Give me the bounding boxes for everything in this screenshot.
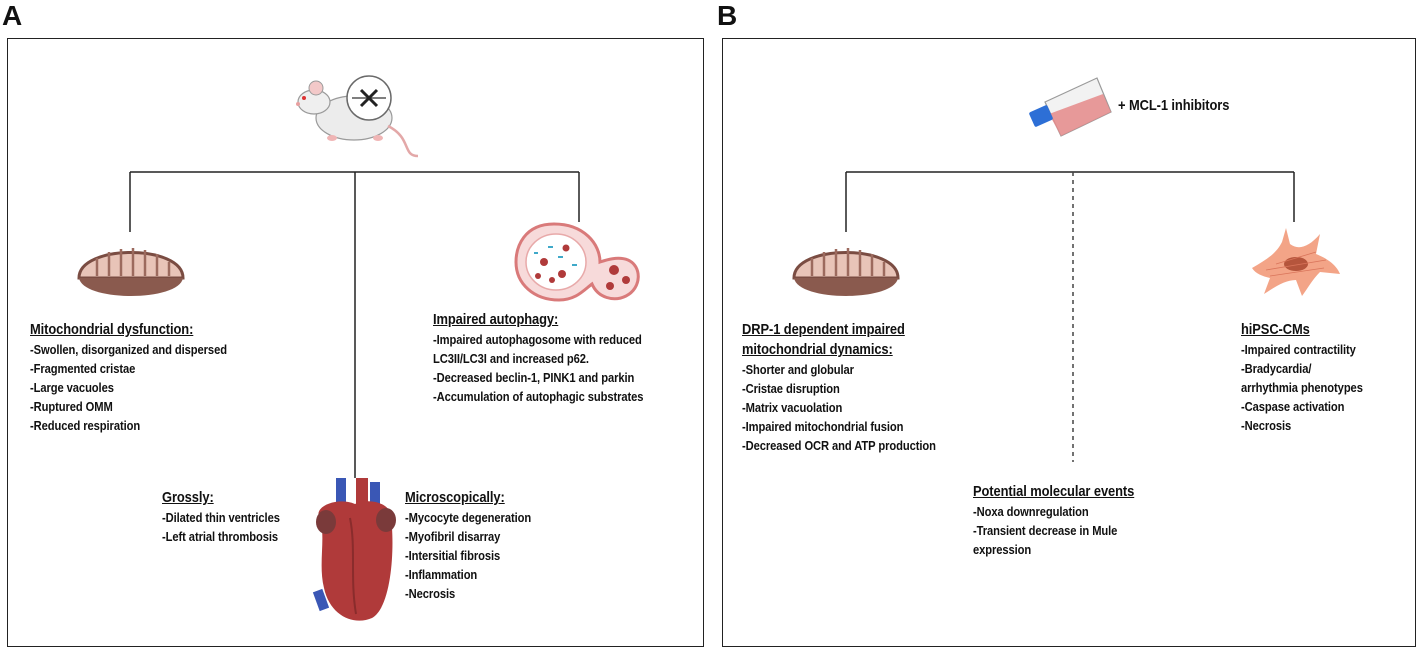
micro-item: -Necrosis xyxy=(405,586,456,601)
autophagy-item: -Impaired autophagosome with reduced xyxy=(433,332,642,347)
micro-item: -Intersitial fibrosis xyxy=(405,548,501,563)
micro-item: -Inflammation xyxy=(405,567,478,582)
drp1-block: DRP-1 dependent impaired mitochondrial d… xyxy=(742,320,936,455)
hipsc-item: -Impaired contractility xyxy=(1241,342,1356,357)
molecular-item: expression xyxy=(973,542,1032,557)
drp1-heading-line1: DRP-1 dependent impaired xyxy=(742,321,905,338)
mito-item: -Large vacuoles xyxy=(30,380,114,395)
culture-flask-icon xyxy=(1029,77,1112,137)
panel-b-letter: B xyxy=(717,0,738,31)
panel-b xyxy=(722,38,1416,647)
molecular-events-heading: Potential molecular events xyxy=(973,483,1135,500)
hipsc-item: arrhythmia phenotypes xyxy=(1241,380,1363,395)
knockout-mouse-icon xyxy=(296,75,419,158)
autophagy-item: -Decreased beclin-1, PINK1 and parkin xyxy=(433,370,635,385)
hipsc-item: -Bradycardia/ xyxy=(1241,361,1312,376)
drp1-item: -Impaired mitochondrial fusion xyxy=(742,419,904,434)
molecular-item: -Transient decrease in Mule xyxy=(973,523,1118,538)
mito-item: -Fragmented cristae xyxy=(30,361,136,376)
mito-dysfunction-heading: Mitochondrial dysfunction: xyxy=(30,321,194,338)
microscopically-block: Microscopically: -Mycocyte degeneration … xyxy=(405,488,531,603)
hipsc-block: hiPSC-CMs -Impaired contractility -Brady… xyxy=(1241,320,1363,435)
molecular-events-block: Potential molecular events -Noxa downreg… xyxy=(973,482,1134,559)
inhibitor-label: + MCL-1 inhibitors xyxy=(1118,97,1230,114)
micro-item: -Myofibril disarray xyxy=(405,529,501,544)
grossly-block: Grossly: -Dilated thin ventricles -Left … xyxy=(162,488,280,546)
drp1-item: -Shorter and globular xyxy=(742,362,854,377)
mitochondrion-icon xyxy=(77,248,185,296)
drp1-item: -Matrix vacuolation xyxy=(742,400,843,415)
autophagy-block: Impaired autophagy: -Impaired autophagos… xyxy=(433,310,644,406)
autophagy-heading: Impaired autophagy: xyxy=(433,311,559,328)
mito-item: -Swollen, disorganized and dispersed xyxy=(30,342,227,357)
grossly-item: -Left atrial thrombosis xyxy=(162,529,279,544)
grossly-heading: Grossly: xyxy=(162,489,214,506)
hipsc-item: -Necrosis xyxy=(1241,418,1292,433)
micro-item: -Mycocyte degeneration xyxy=(405,510,532,525)
drp1-item: -Cristae disruption xyxy=(742,381,840,396)
mito-item: -Reduced respiration xyxy=(30,418,141,433)
microscopically-heading: Microscopically: xyxy=(405,489,505,506)
hipsc-heading: hiPSC-CMs xyxy=(1241,321,1310,338)
autophagy-item: -Accumulation of autophagic substrates xyxy=(433,389,644,404)
mitochondrion-icon-b xyxy=(792,248,900,296)
mito-item: -Ruptured OMM xyxy=(30,399,113,414)
drp1-heading-line2: mitochondrial dynamics: xyxy=(742,341,893,358)
molecular-item: -Noxa downregulation xyxy=(973,504,1089,519)
mito-dysfunction-block: Mitochondrial dysfunction: -Swollen, dis… xyxy=(30,320,227,435)
autophagy-item: LC3II/LC3I and increased p62. xyxy=(433,351,589,366)
cardiomyocyte-icon xyxy=(1252,228,1340,296)
panel-a-letter: A xyxy=(2,0,23,31)
autophagosome-icon xyxy=(514,222,640,302)
heart-icon xyxy=(312,478,396,621)
grossly-item: -Dilated thin ventricles xyxy=(162,510,280,525)
hipsc-item: -Caspase activation xyxy=(1241,399,1345,414)
drp1-item: -Decreased OCR and ATP production xyxy=(742,438,936,453)
